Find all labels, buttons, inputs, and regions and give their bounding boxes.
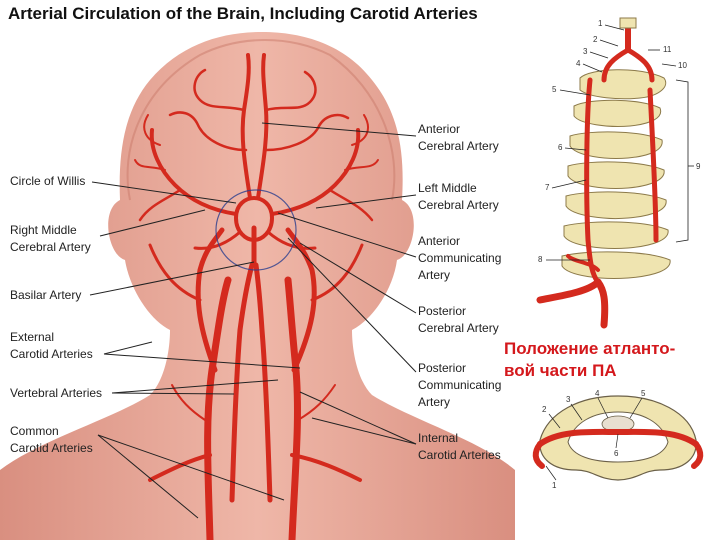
label-line: Carotid Arteries [10,441,93,455]
label-line: Carotid Arteries [10,347,93,361]
circle-of-willis-highlight [215,189,297,271]
label-line: Anterior [418,234,461,248]
label-line: Artery [418,395,451,409]
label-line: Communicating [418,251,502,265]
spine-num-10: 10 [678,61,687,70]
label-line: Carotid Arteries [418,448,501,462]
atlas-num-2: 2 [542,405,547,414]
inset-caption: Положение атланто- вой части ПА [504,338,716,382]
atlas-num-4: 4 [595,389,600,398]
label-posterior-communicating: Posterior Communicating Artery [418,360,501,411]
label-circle-of-willis: Circle of Willis [10,173,85,190]
spine-num-6: 6 [558,143,563,152]
atlas-number-labels: 2 3 4 5 6 1 [542,389,646,490]
atlas-vertebra-inset: 2 3 4 5 6 1 [532,389,704,490]
caption-line-2: вой части ПА [504,361,617,380]
atlas-num-1: 1 [552,481,557,490]
spine-num-4: 4 [576,59,581,68]
atlas-num-3: 3 [566,395,571,404]
leader-lines [89,122,417,519]
label-text: Circle of Willis [10,174,86,188]
diagram-title: Arterial Circulation of the Brain, Inclu… [8,4,478,23]
atlas-num-6: 6 [614,449,619,458]
label-line: Artery [418,268,451,282]
label-line: Cerebral Artery [418,198,499,212]
label-line: Cerebral Artery [10,240,91,254]
spine-num-3: 3 [583,47,588,56]
spine-num-2: 2 [593,35,598,44]
label-line: Posterior [418,361,467,375]
label-basilar-artery: Basilar Artery [10,287,81,304]
spine-num-8: 8 [538,255,543,264]
label-line: Communicating [418,378,502,392]
label-internal-carotid: Internal Carotid Arteries [418,430,501,464]
label-text: Vertebral Arteries [10,386,103,400]
label-anterior-cerebral: Anterior Cerebral Artery [418,121,499,155]
cervical-spine-inset: 1 2 3 4 5 6 7 8 9 10 11 [512,10,720,330]
caption-line-1: Положение атланто- [504,339,676,358]
spine-num-9: 9 [696,162,701,171]
label-line: Cerebral Artery [418,139,499,153]
label-anterior-communicating: Anterior Communicating Artery [418,233,501,284]
label-line: Right Middle [10,223,77,237]
label-left-middle-cerebral: Left Middle Cerebral Artery [418,180,499,214]
spine-number-labels: 1 2 3 4 5 6 7 8 9 10 11 [538,19,701,264]
label-line: Cerebral Artery [418,321,499,335]
label-line: Left Middle [418,181,477,195]
spine-num-11: 11 [663,45,672,54]
label-line: External [10,330,55,344]
label-line: Common [10,424,59,438]
label-line: Anterior [418,122,461,136]
label-vertebral-arteries: Vertebral Arteries [10,385,102,402]
label-right-middle-cerebral: Right Middle Cerebral Artery [10,222,91,256]
spine-num-1: 1 [598,19,603,28]
label-text: Basilar Artery [10,288,82,302]
spine-num-7: 7 [545,183,550,192]
atlas-num-5: 5 [641,389,646,398]
label-line: Posterior [418,304,467,318]
artery-network [134,53,379,540]
label-posterior-cerebral: Posterior Cerebral Artery [418,303,499,337]
label-line: Internal [418,431,459,445]
label-common-carotid: Common Carotid Arteries [10,423,93,457]
spine-num-5: 5 [552,85,557,94]
label-external-carotid: External Carotid Arteries [10,329,93,363]
